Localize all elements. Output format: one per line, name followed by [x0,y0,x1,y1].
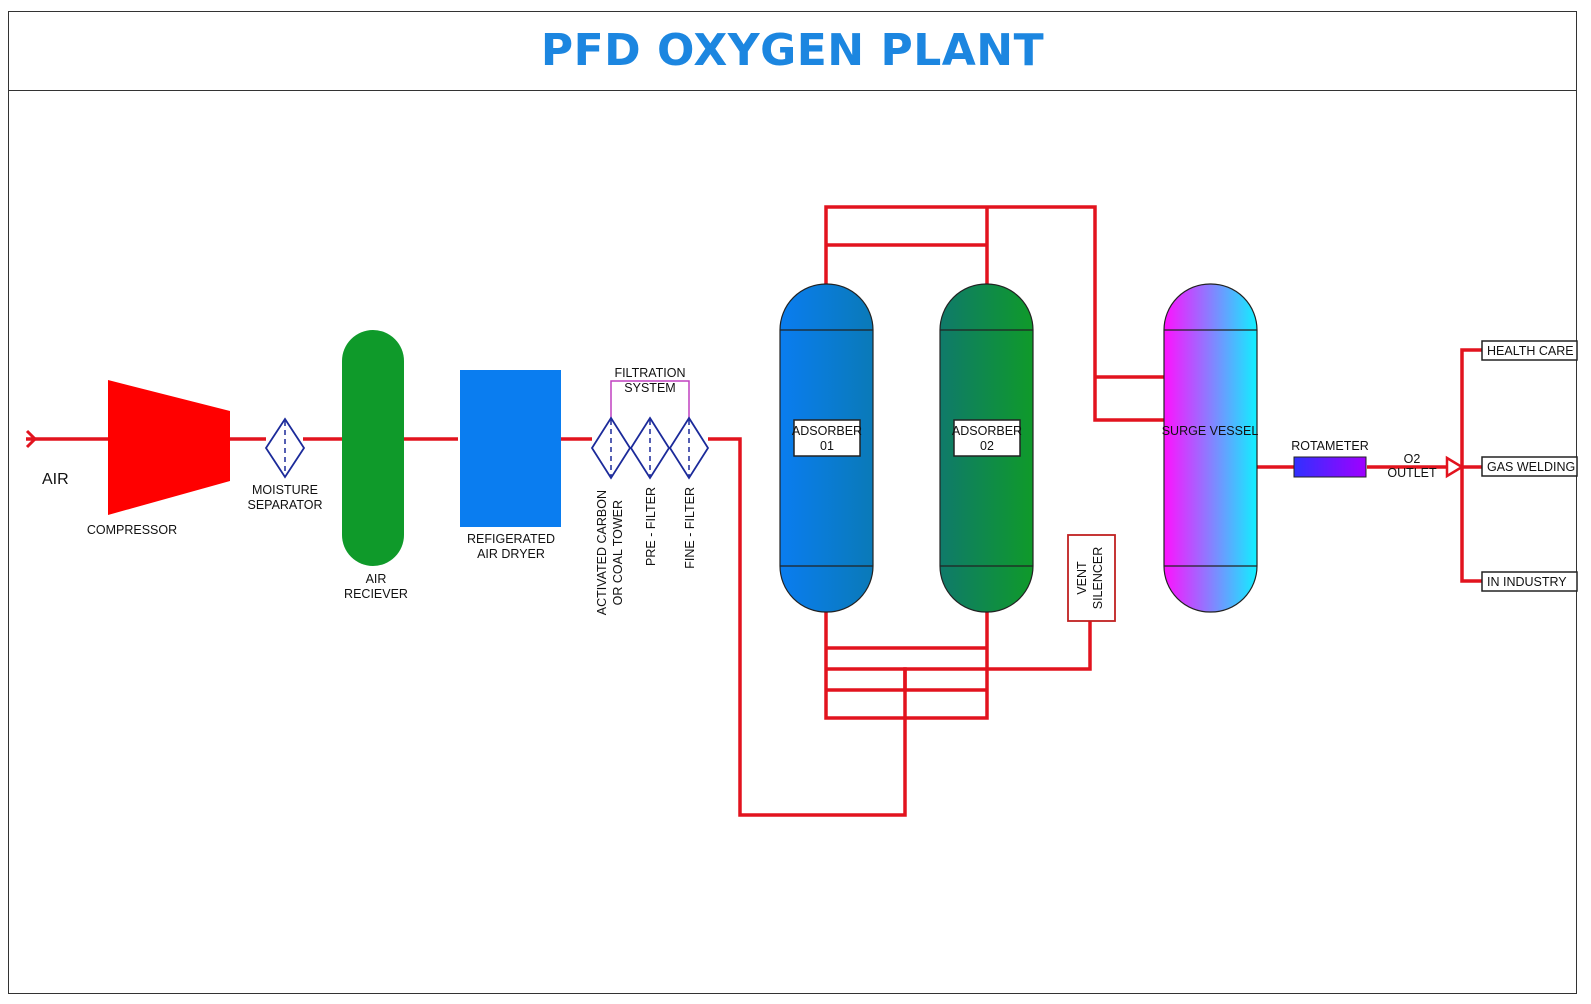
air-inlet-arrow-icon [25,429,38,449]
adsorber-02-label-2: 02 [980,439,994,453]
carbon-tower-label-2: OR COAL TOWER [611,500,625,605]
outlet-in-industry: IN INDUSTRY [1481,571,1578,592]
air-label: AIR [42,471,69,488]
outlet-gas-welding-label: GAS WELDING [1487,460,1575,474]
surge-vessel-label: SURGE VESSEL [1162,424,1259,438]
outlet-health-care-label: HEALTH CARE [1487,344,1574,358]
adsorber-01-vessel [779,283,874,613]
air-dryer-label-2: AIR DRYER [477,547,545,561]
pipe-bottom-manifold [824,610,989,720]
piping [26,205,1482,817]
air-dryer-unit [460,370,561,527]
fine-filter-label: FINE - FILTER [683,487,697,569]
rotameter-label: ROTAMETER [1291,439,1369,453]
o2-outlet-label-1: O2 [1404,452,1421,466]
carbon-tower-label-1: ACTIVATED CARBON [595,490,609,615]
moisture-separator-label-2: SEPARATOR [247,498,322,512]
carbon-tower-filter-symbol [590,416,632,480]
air-receiver-label-1: AIR [366,572,387,586]
air-receiver-vessel [342,330,404,566]
outlet-gas-welding: GAS WELDING [1481,456,1578,477]
page-title: PFD OXYGEN PLANT [540,25,1045,76]
adsorber-01-label-2: 01 [820,439,834,453]
o2-outlet-label-2: OUTLET [1387,466,1437,480]
compressor-label: COMPRESSOR [87,523,177,537]
adsorber-01-label-1: ADSORBER [792,424,862,438]
pre-filter-symbol [629,416,671,480]
title-bar: PFD OXYGEN PLANT [8,11,1577,91]
pipe-top-manifold [824,205,1165,422]
adsorber-02-vessel [939,283,1034,613]
surge-vessel [1163,283,1258,613]
vent-silencer-box [1067,534,1116,622]
adsorber-02-label-1: ADSORBER [952,424,1022,438]
pre-filter-label: PRE - FILTER [644,487,658,566]
outlet-health-care: HEALTH CARE [1481,340,1578,361]
vent-silencer-label-2: SILENCER [1091,547,1105,610]
outlet-in-industry-label: IN INDUSTRY [1487,575,1567,589]
o2-outlet-arrow-icon [1445,455,1465,479]
vent-silencer-label-1: VENT [1075,561,1089,595]
rotameter-body [1293,456,1367,478]
pipe-filter-to-adsorber-manifold [708,437,907,817]
fine-filter-symbol [668,416,710,480]
filtration-system-bracket [610,380,690,418]
air-receiver-label-2: RECIEVER [344,587,408,601]
air-dryer-label-1: REFIGERATED [467,532,555,546]
filtration-system-label-1: FILTRATION [614,366,685,380]
moisture-separator-symbol [264,417,306,479]
compressor-shape [108,380,230,515]
filtration-system-label-2: SYSTEM [624,381,675,395]
pipe-vent-line [903,620,1092,690]
moisture-separator-label-1: MOISTURE [252,483,318,497]
